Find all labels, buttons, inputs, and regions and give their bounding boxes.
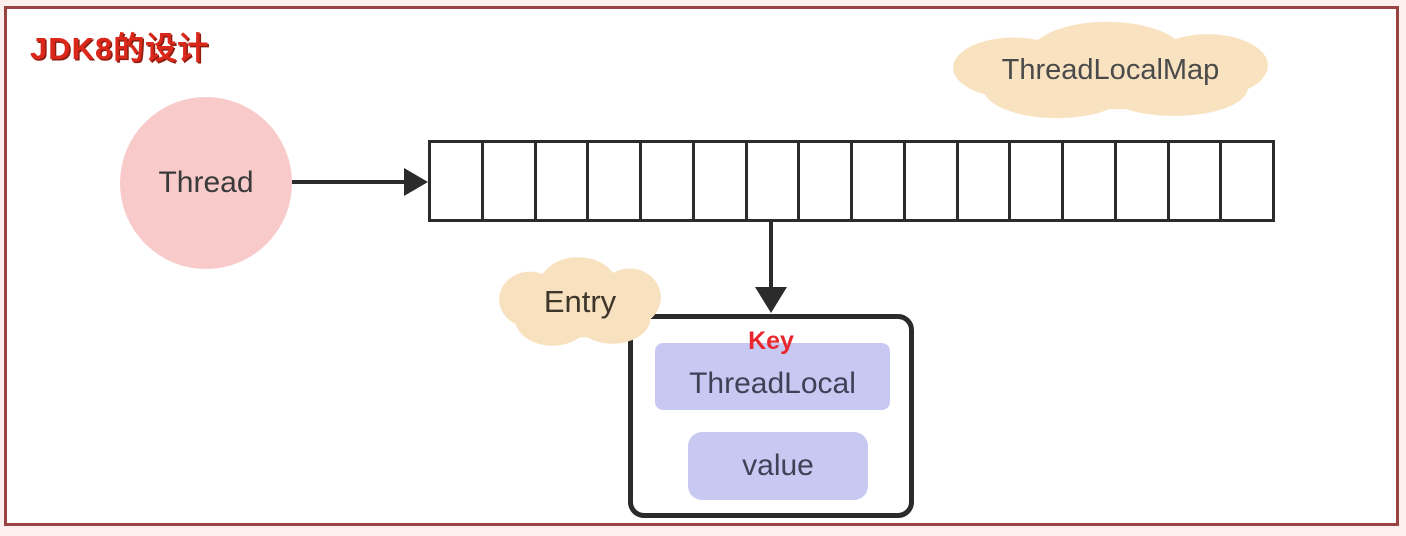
- array-cell: [1222, 143, 1272, 219]
- array-cell: [537, 143, 590, 219]
- page-title: JDK8的设计: [30, 31, 210, 66]
- cloud-shape-icon: [953, 21, 1268, 119]
- threadlocalmap-cloud: ThreadLocalMap: [943, 14, 1278, 126]
- key-annotation: Key: [748, 327, 794, 355]
- array-cell: [1064, 143, 1117, 219]
- array-cell: [431, 143, 484, 219]
- array-cell: [695, 143, 748, 219]
- entry-label: Entry: [543, 283, 617, 319]
- thread-to-array-arrow-head: [404, 168, 428, 196]
- thread-to-array-arrow-line: [292, 180, 410, 184]
- threadlocalmap-array: [428, 140, 1275, 222]
- value-field-label: value: [742, 449, 814, 482]
- array-cell: [484, 143, 537, 219]
- array-cell: [1011, 143, 1064, 219]
- threadlocal-field: ThreadLocal: [655, 343, 890, 410]
- array-cell: [853, 143, 906, 219]
- threadlocal-field-label: ThreadLocal: [689, 366, 856, 400]
- array-cell: [1117, 143, 1170, 219]
- thread-node: Thread: [120, 97, 292, 269]
- array-cell: [589, 143, 642, 219]
- array-to-entry-arrow-line: [769, 222, 773, 292]
- array-cell: [1170, 143, 1223, 219]
- threadlocalmap-label: ThreadLocalMap: [1001, 53, 1220, 86]
- value-field: value: [688, 432, 868, 500]
- array-cell: [959, 143, 1012, 219]
- entry-cloud: Entry: [494, 250, 666, 353]
- array-cell: [906, 143, 959, 219]
- array-to-entry-arrow-head: [755, 287, 787, 313]
- array-cell: [642, 143, 695, 219]
- array-cell: [800, 143, 853, 219]
- array-cell: [748, 143, 801, 219]
- cloud-shape-icon: [499, 257, 661, 346]
- thread-node-label: Thread: [158, 166, 254, 199]
